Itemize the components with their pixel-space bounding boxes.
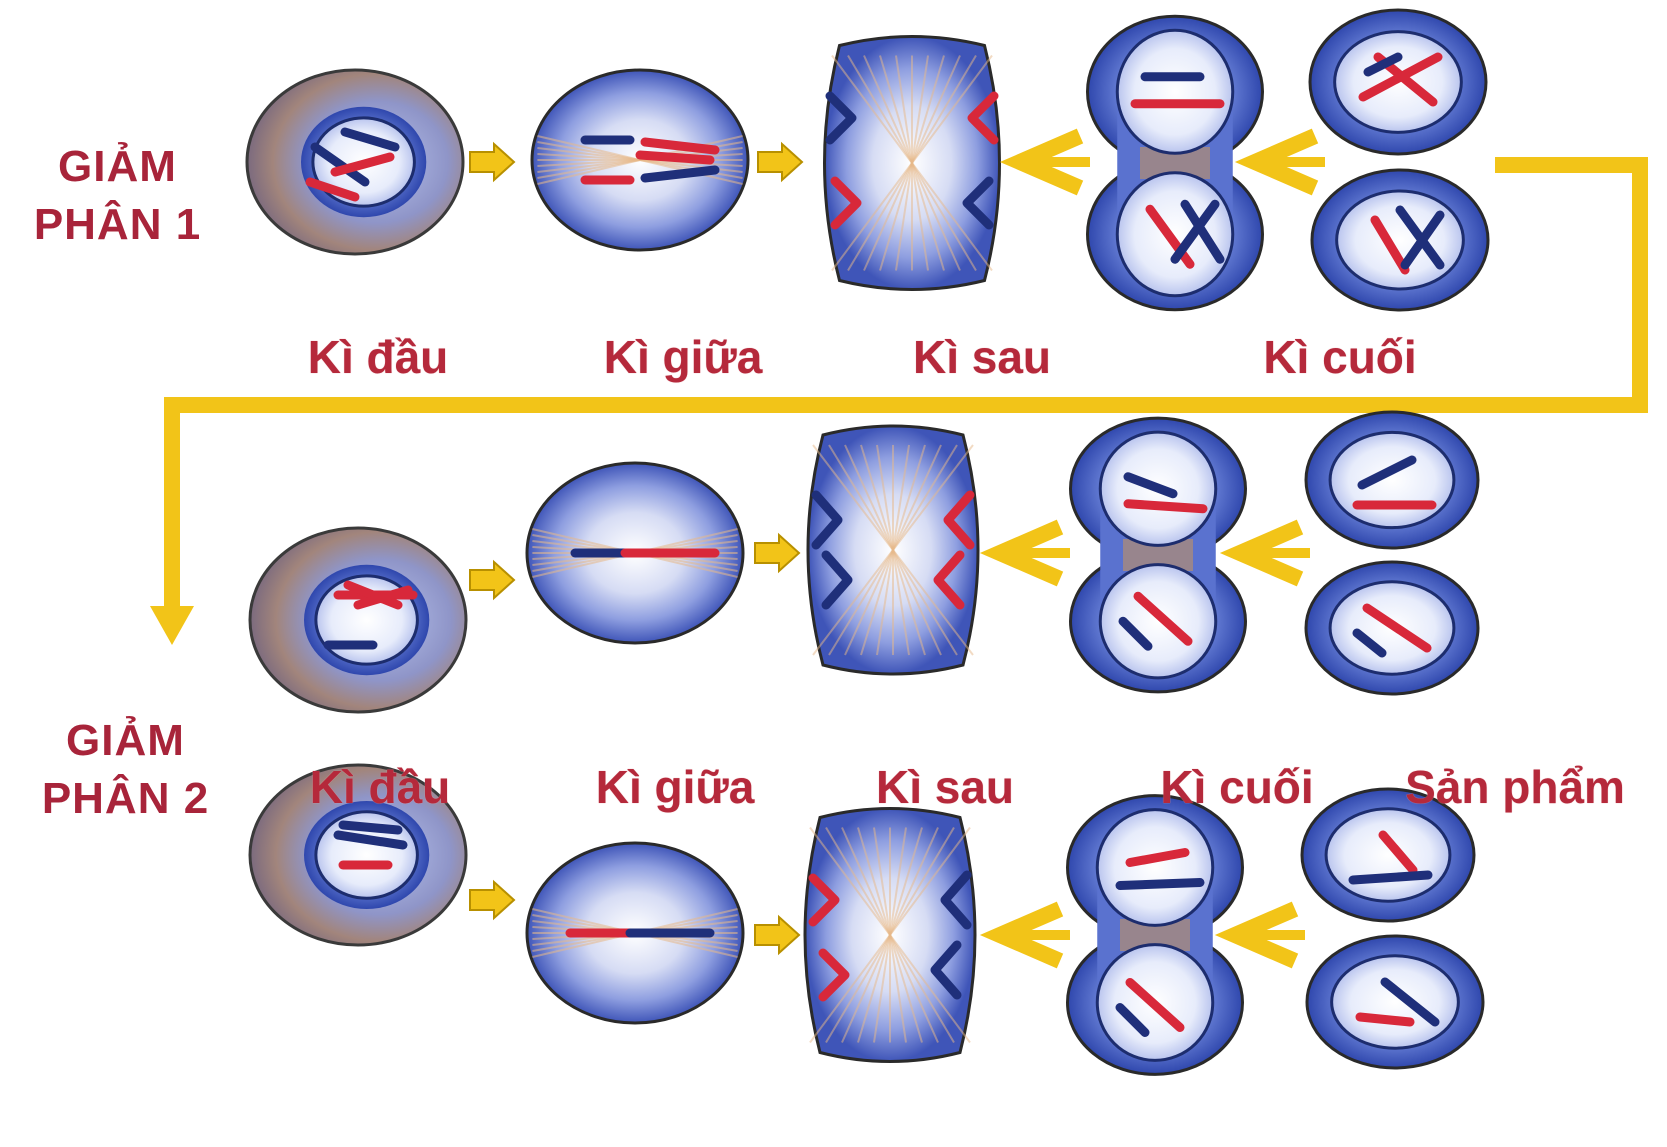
m1-telophase-cell	[1086, 14, 1264, 312]
m2b-telophase-cell	[1066, 794, 1244, 1076]
meiosis-2-title-line2: PHÂN 2	[41, 774, 210, 823]
m2a-arrow-1	[469, 559, 516, 601]
m2a-chevron-2	[1219, 519, 1310, 587]
m2-prophase-label: Kì đầu	[309, 761, 451, 813]
m2b-product-top-cell	[1300, 787, 1476, 923]
m2a-telophase-cell	[1069, 416, 1247, 694]
m2-anaphase-label: Kì sau	[875, 761, 1015, 813]
m2a-prophase-cell	[248, 526, 468, 714]
m2-telophase-label: Kì cuối	[1160, 761, 1314, 813]
m2b-anaphase-cell	[803, 807, 977, 1063]
m1-chevron-2	[1234, 128, 1325, 196]
m1-product-top-cell	[1308, 8, 1488, 156]
m2a-anaphase-cell	[806, 424, 980, 676]
m2b-product-bottom-cell	[1305, 934, 1485, 1070]
meiosis-2-title: GIẢM PHÂN 2	[18, 712, 233, 828]
m1-anaphase-label: Kì sau	[912, 331, 1052, 383]
m1-prophase-label: Kì đầu	[307, 331, 449, 383]
meiosis-2-title-line1: GIẢM	[66, 716, 185, 765]
m2a-product-bottom-cell	[1304, 560, 1480, 696]
m1-arrow-1	[469, 141, 516, 183]
m2-product-label: Sản phẩm	[1405, 761, 1625, 813]
meiosis-1-title-line1: GIẢM	[58, 142, 177, 191]
m2b-chevron-1	[979, 901, 1070, 969]
m2b-arrow-2	[754, 914, 801, 956]
m1-arrow-2	[757, 141, 804, 183]
m1-telophase-label: Kì cuối	[1263, 331, 1417, 383]
m2b-metaphase-cell	[525, 841, 745, 1025]
m1-chevron-1	[999, 128, 1090, 196]
meiosis-1-title-line2: PHÂN 1	[33, 200, 202, 249]
m2-metaphase-label: Kì giữa	[595, 761, 755, 813]
m2b-prophase-cell	[248, 763, 468, 947]
m2a-chevron-1	[979, 519, 1070, 587]
m1-metaphase-label: Kì giữa	[603, 331, 763, 383]
m2a-product-top-cell	[1304, 410, 1480, 550]
transition-arrow	[150, 157, 1648, 645]
m1-prophase-cell	[245, 68, 465, 256]
m1-anaphase-cell	[823, 35, 1001, 291]
m2b-arrow-1	[469, 879, 516, 921]
meiosis-1-title: GIẢM PHÂN 1	[10, 138, 225, 254]
m2b-chevron-2	[1214, 901, 1305, 969]
m1-metaphase-cell	[530, 68, 750, 252]
m2a-metaphase-cell	[525, 461, 745, 645]
m2a-arrow-2	[754, 532, 801, 574]
m1-product-bottom-cell	[1310, 168, 1490, 312]
